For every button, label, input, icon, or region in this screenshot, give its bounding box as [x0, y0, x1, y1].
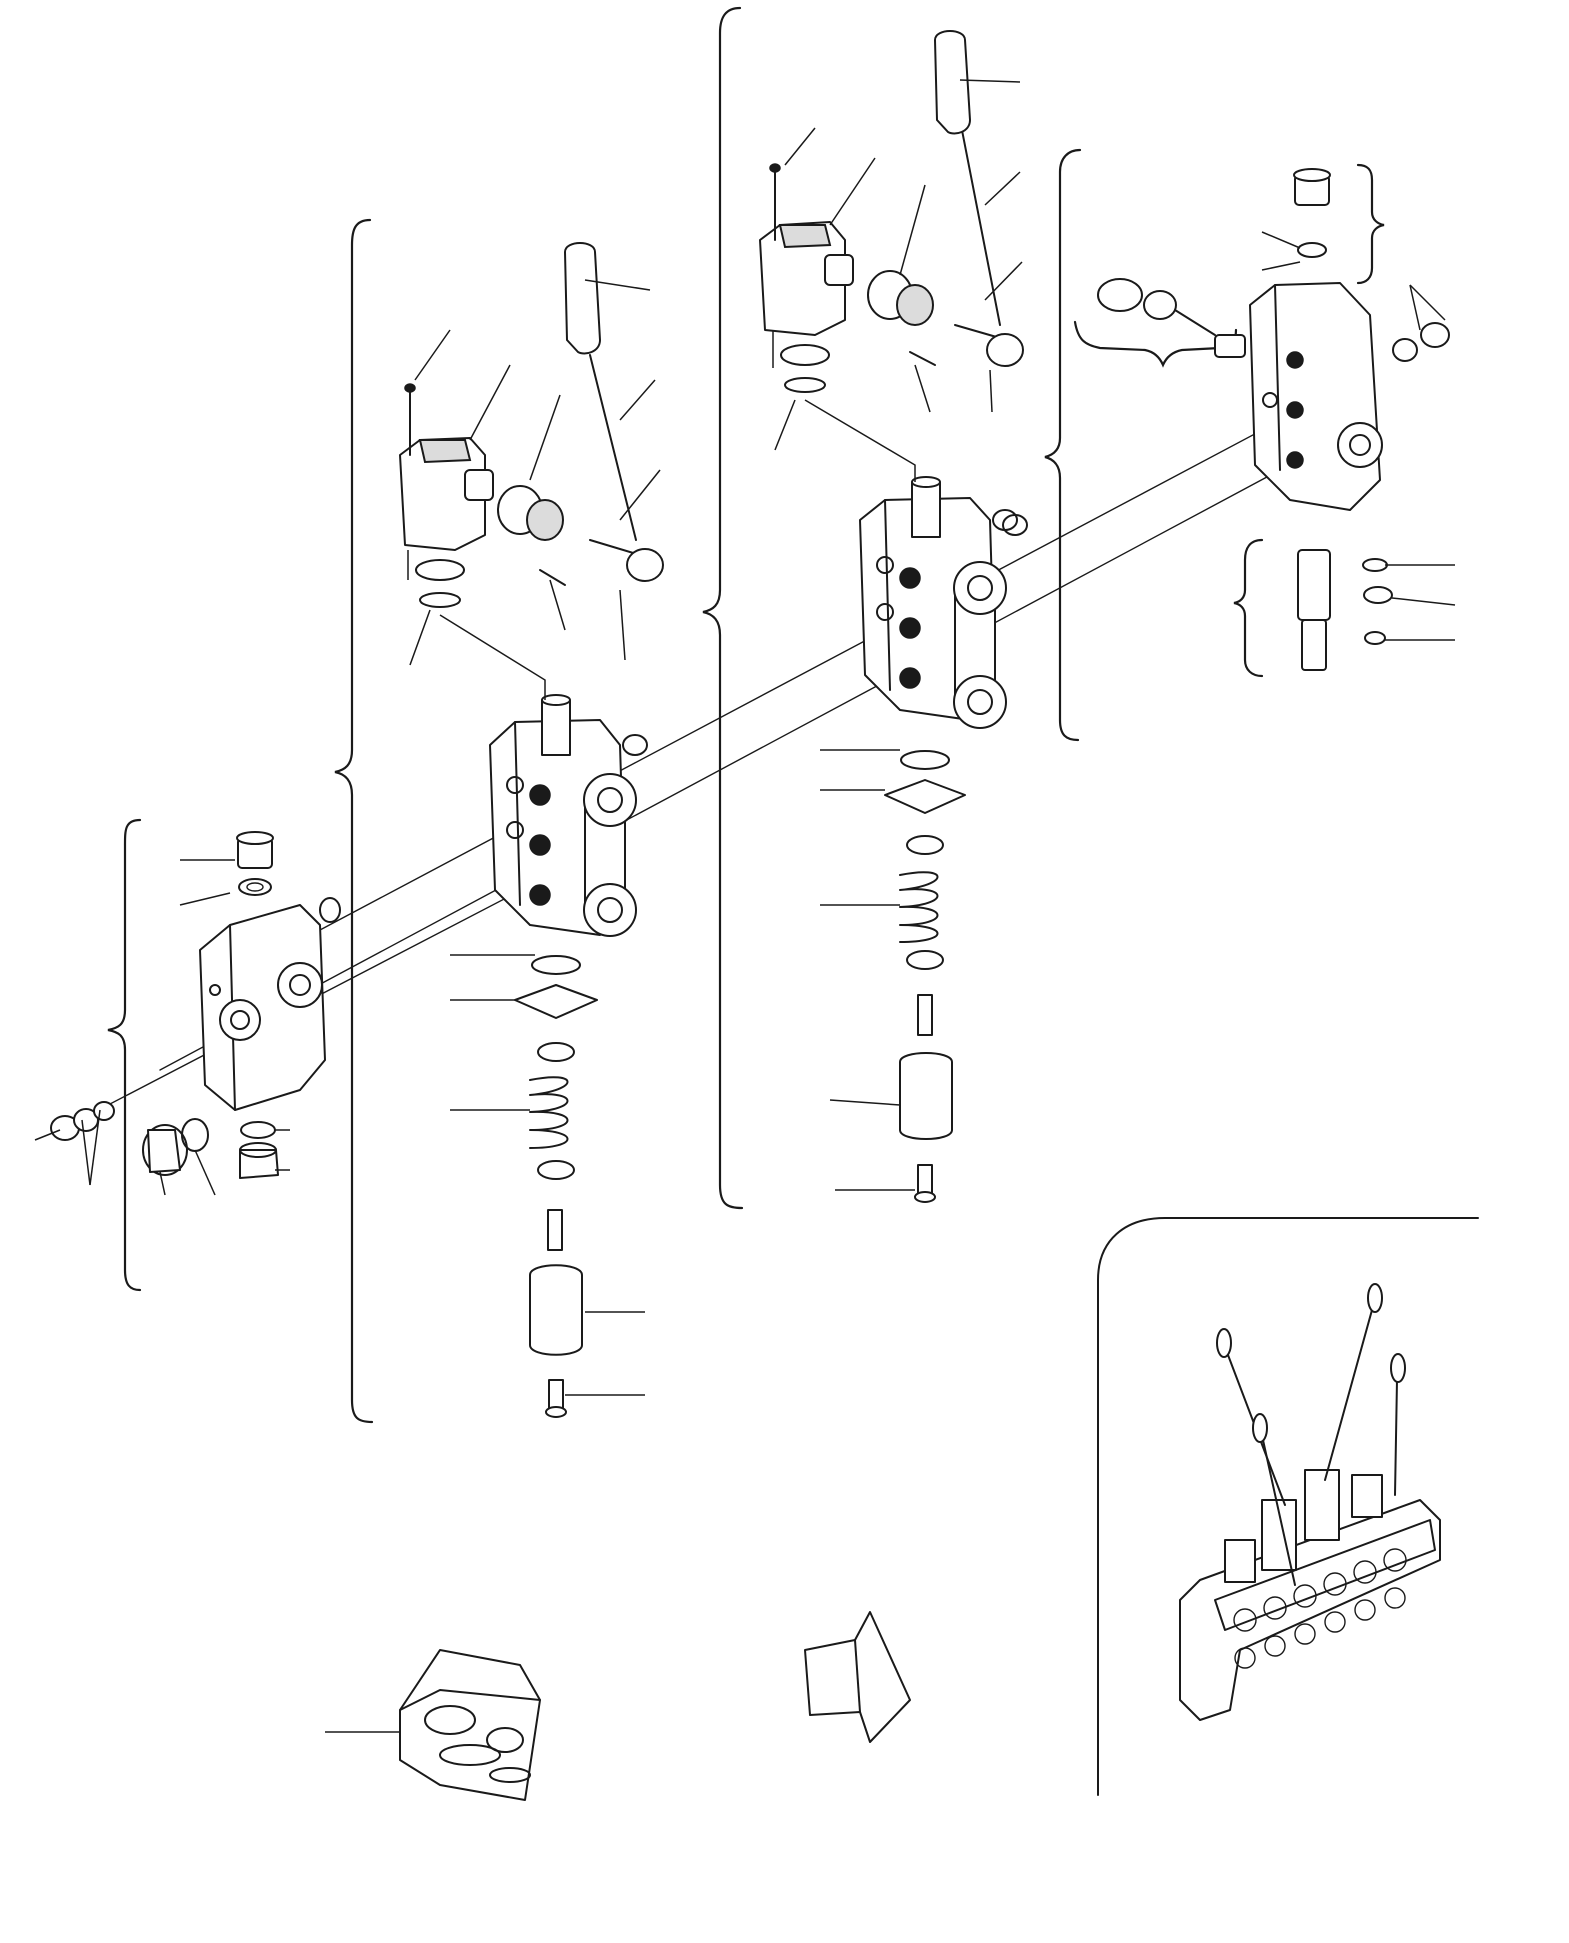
- forward-arrow-icon: [804, 1611, 911, 1743]
- outlet-end-cover: [1002, 168, 1450, 671]
- callout-leaders: [34, 79, 1456, 1733]
- section-braces: [107, 6, 1385, 1424]
- brace-inlet-cover: [107, 818, 142, 1292]
- inset-frame: [1097, 1217, 1479, 1796]
- brace-bottom-relief: [1233, 538, 1264, 678]
- brace-section-one: [334, 218, 374, 1424]
- valve-section-one: [399, 242, 664, 1418]
- assembled-valve-inset-icon: [1179, 1283, 1441, 1721]
- lever-handle-icon: [564, 242, 601, 355]
- spring-icon: [529, 1076, 569, 1149]
- seal-kit-icon: [399, 1649, 541, 1801]
- brace-top-plug: [1356, 163, 1385, 285]
- valve-section-two: [759, 30, 1024, 1203]
- brace-side-fitting: [1073, 320, 1238, 368]
- assembled-valve-inset: [1097, 1217, 1479, 1796]
- brace-outlet-cover: [1044, 148, 1082, 742]
- inlet-end-cover: [50, 831, 341, 1179]
- brace-section-two: [702, 6, 744, 1210]
